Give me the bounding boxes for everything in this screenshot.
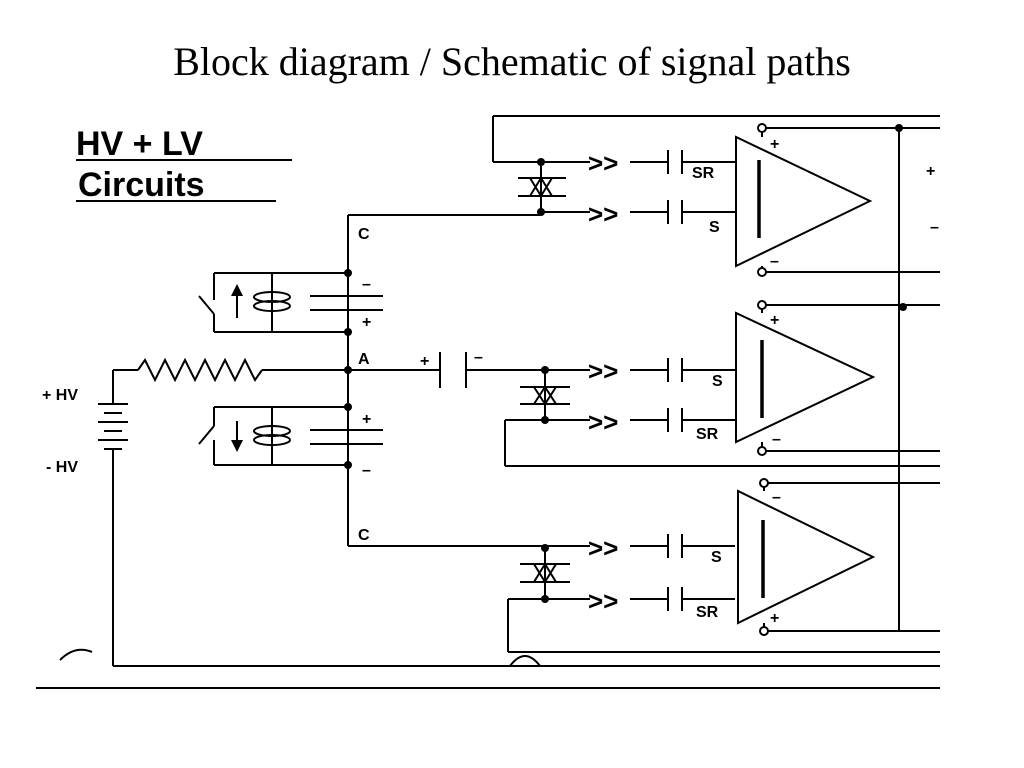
capacitor-icon — [310, 429, 383, 445]
svg-text:SR: SR — [696, 426, 719, 443]
switch-icon — [198, 425, 215, 445]
scan-mark — [59, 648, 93, 661]
diode-bridge-icon — [520, 562, 570, 584]
svg-text:–: – — [772, 489, 781, 506]
svg-text:SR: SR — [696, 604, 719, 621]
diode-bridge-icon — [520, 385, 570, 406]
svg-text:–: – — [474, 349, 483, 366]
svg-text:+: + — [362, 314, 371, 331]
svg-text:S: S — [711, 549, 722, 566]
arrow-icon — [231, 284, 243, 318]
amplifier-icon — [735, 135, 873, 268]
lower-lv-block: + – — [198, 406, 383, 479]
capacitor-icon — [310, 295, 383, 311]
junction-dot — [344, 366, 352, 374]
transformer-icon — [253, 291, 291, 312]
svg-text:+: + — [770, 136, 779, 153]
arrow-icon — [231, 421, 243, 452]
transformer-icon — [253, 425, 291, 446]
svg-text:–: – — [770, 253, 779, 270]
channel-3: >> >> — [507, 478, 940, 653]
arrow-icon: >> — [588, 407, 618, 437]
scan-mark — [509, 655, 541, 667]
arrow-icon: >> — [588, 148, 618, 178]
svg-text:+: + — [926, 163, 935, 180]
svg-text:+: + — [362, 411, 371, 428]
s-label: S — [709, 219, 720, 236]
arrow-icon: >> — [588, 199, 618, 229]
channel-2: >> >> — [504, 300, 940, 467]
battery-icon — [98, 370, 128, 666]
plus-hv-label: + HV — [42, 387, 78, 404]
amplifier-icon — [737, 489, 876, 625]
svg-text:+: + — [420, 353, 429, 370]
svg-text:S: S — [712, 373, 723, 390]
arrow-icon: >> — [588, 533, 618, 563]
minus-hv-label: - HV — [46, 459, 78, 476]
switch-icon — [198, 295, 215, 315]
node-c-bottom-label: C — [358, 527, 370, 544]
upper-lv-block: – + — [198, 272, 383, 333]
heading-line-2: Circuits — [78, 166, 205, 204]
svg-text:+: + — [770, 610, 779, 627]
capacitor-icon — [439, 352, 545, 388]
svg-text:–: – — [362, 276, 371, 293]
svg-text:+: + — [770, 312, 779, 329]
arrow-icon: >> — [588, 586, 618, 616]
diode-bridge-icon — [518, 176, 566, 198]
arrow-icon: >> — [588, 356, 618, 386]
node-a-label: A — [358, 351, 370, 368]
svg-text:–: – — [362, 462, 371, 479]
resistor-icon — [113, 357, 348, 383]
heading-line-1: HV + LV — [76, 125, 203, 163]
node-c-top-label: C — [358, 226, 370, 243]
svg-text:–: – — [772, 431, 781, 448]
channel-1: >> >> — [492, 115, 940, 277]
amplifier-icon — [735, 311, 876, 444]
svg-text:–: – — [930, 219, 939, 236]
page-title: Block diagram / Schematic of signal path… — [173, 39, 851, 84]
sr-label: SR — [692, 165, 715, 182]
